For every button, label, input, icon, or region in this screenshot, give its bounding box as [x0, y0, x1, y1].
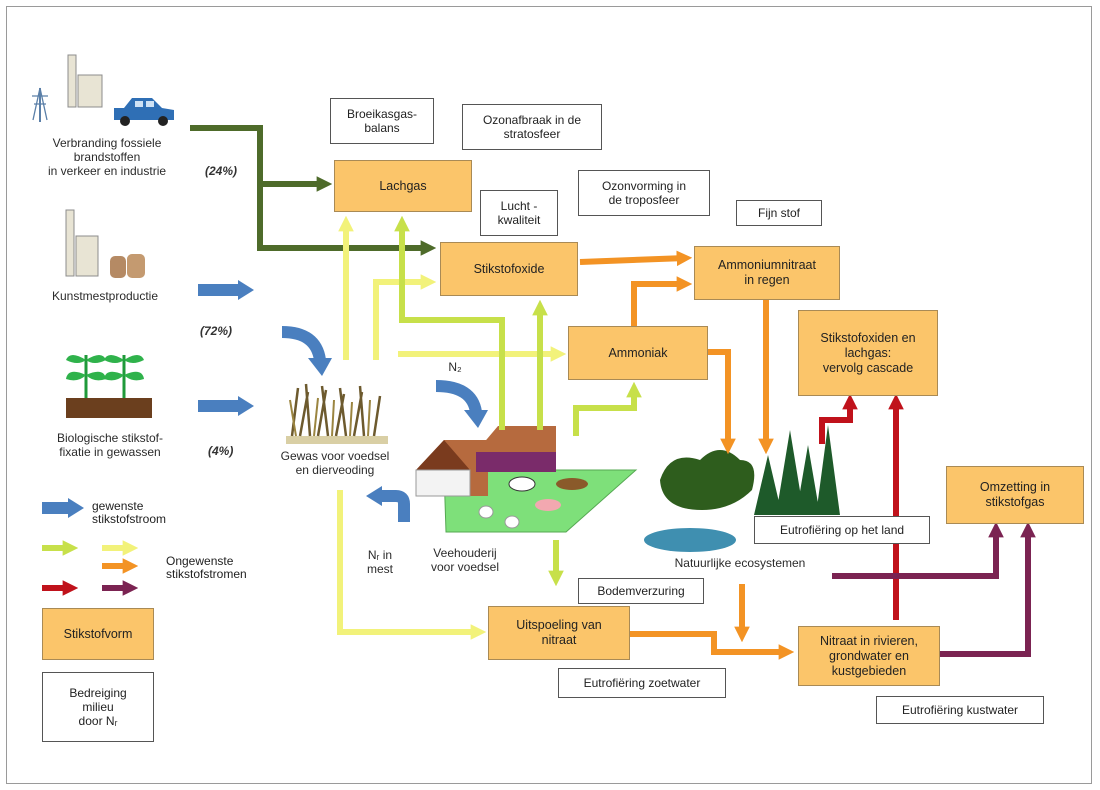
plants-icon [66, 355, 152, 418]
crops-label: Gewas voor voedsel en dierveoding [280, 449, 390, 477]
threat-bodemverzuring: Bodemverzuring [578, 578, 704, 604]
manure-label: Nᵣ in mest [366, 548, 393, 576]
diagram-frame [6, 6, 1092, 784]
source-fixation-label: Biologische stikstof- fixatie in gewasse… [56, 431, 164, 459]
form-lachgas: Lachgas [334, 160, 472, 212]
source-fossil-label: Verbranding fossiele brandstoffen in ver… [47, 136, 167, 178]
pct-fertilizer: (72%) [200, 324, 233, 338]
threat-ozonafbraak: Ozonafbraak in de stratosfeer [462, 104, 602, 150]
crop-field-icon [286, 383, 388, 444]
threat-eutrofiering-zoetwater: Eutrofiëring zoetwater [558, 668, 726, 698]
legend-threat-box: Bedreiging milieu door Nᵣ [42, 672, 154, 742]
livestock-label: Veehouderij voor voedsel [430, 546, 500, 574]
legend-undesired-label: Ongewenste stikstofstromen [166, 554, 247, 581]
forest-icon [644, 425, 840, 552]
threat-fijnstof: Fijn stof [736, 200, 822, 226]
car-icon [114, 98, 174, 126]
form-ammoniak: Ammoniak [568, 326, 708, 380]
factory-icon [32, 54, 103, 122]
legend-desired-label: gewenste stikstofstroom [92, 499, 167, 526]
form-ammoniumnitraat: Ammoniumnitraat in regen [694, 246, 840, 300]
form-stikstofoxide: Stikstofoxide [440, 242, 578, 296]
threat-luchtkwaliteit: Lucht - kwaliteit [480, 190, 558, 236]
form-uitspoeling: Uitspoeling van nitraat [488, 606, 630, 660]
threat-ozonvorming: Ozonvorming in de troposfeer [578, 170, 710, 216]
pct-fixation: (4%) [208, 444, 234, 458]
legend-form-box: Stikstofvorm [42, 608, 154, 660]
n2-label: N₂ [448, 360, 462, 374]
ecosystems-label: Natuurlijke ecosystemen [674, 556, 806, 570]
threat-eutrofiering-kustwater: Eutrofiëring kustwater [876, 696, 1044, 724]
pct-fossil: (24%) [205, 164, 238, 178]
threat-broeikas: Broeikasgas- balans [330, 98, 434, 144]
fertilizer-factory-icon [65, 209, 145, 278]
source-fertilizer-label: Kunstmestproductie [51, 289, 159, 303]
form-cascade: Stikstofoxiden en lachgas: vervolg casca… [798, 310, 938, 396]
farm-icon [415, 426, 638, 533]
form-nitraat: Nitraat in rivieren, grondwater en kustg… [798, 626, 940, 686]
threat-eutrofiering-land: Eutrofiëring op het land [754, 516, 930, 544]
form-omzetting: Omzetting in stikstofgas [946, 466, 1084, 524]
